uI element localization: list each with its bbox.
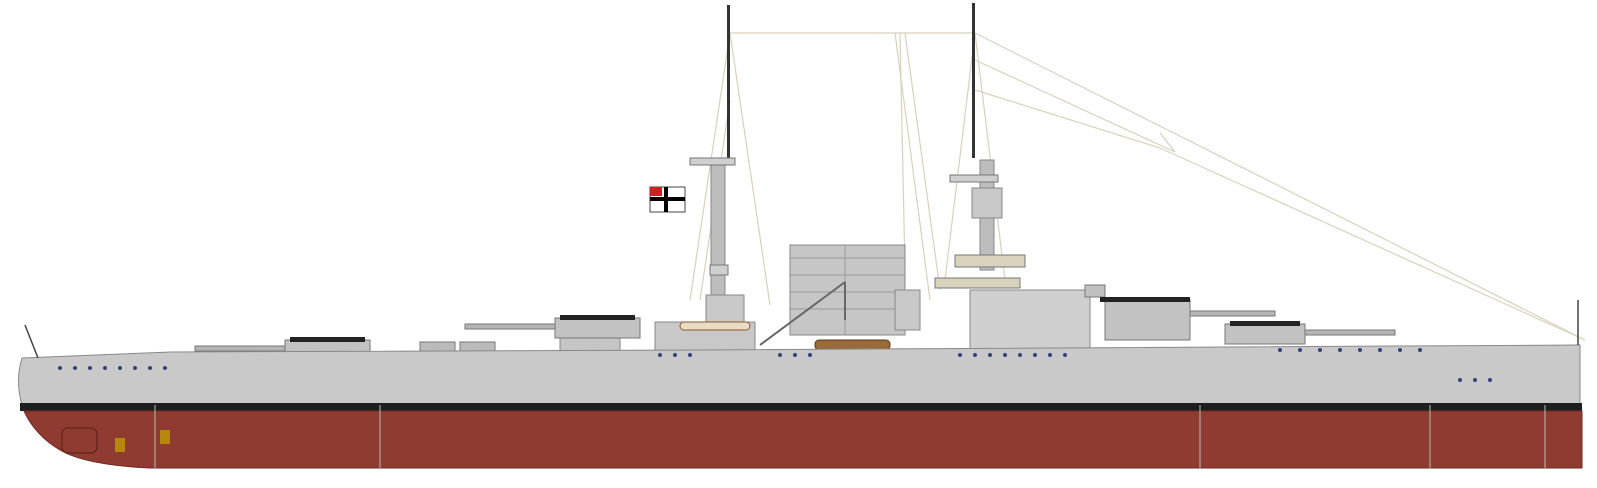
- propellers: [115, 430, 170, 452]
- hull-upper: [18, 344, 1581, 406]
- flag-staffs: [24, 300, 1579, 359]
- fore-mast: [689, 5, 745, 326]
- rigging: [689, 32, 1586, 341]
- portholes: [58, 348, 1492, 382]
- waterline-band: [20, 403, 1582, 411]
- turret-b: [464, 315, 641, 339]
- crane: [759, 281, 846, 346]
- funnel: [789, 244, 906, 336]
- turret-d: [1224, 321, 1396, 345]
- turret-c: [1100, 297, 1276, 341]
- superstructure: [419, 284, 1106, 361]
- rudder: [61, 427, 98, 454]
- main-mast: [934, 3, 1026, 289]
- hull-lower: [23, 410, 1583, 469]
- war-ensign-flag: [649, 186, 686, 213]
- hull-panel-lines: [154, 405, 1546, 468]
